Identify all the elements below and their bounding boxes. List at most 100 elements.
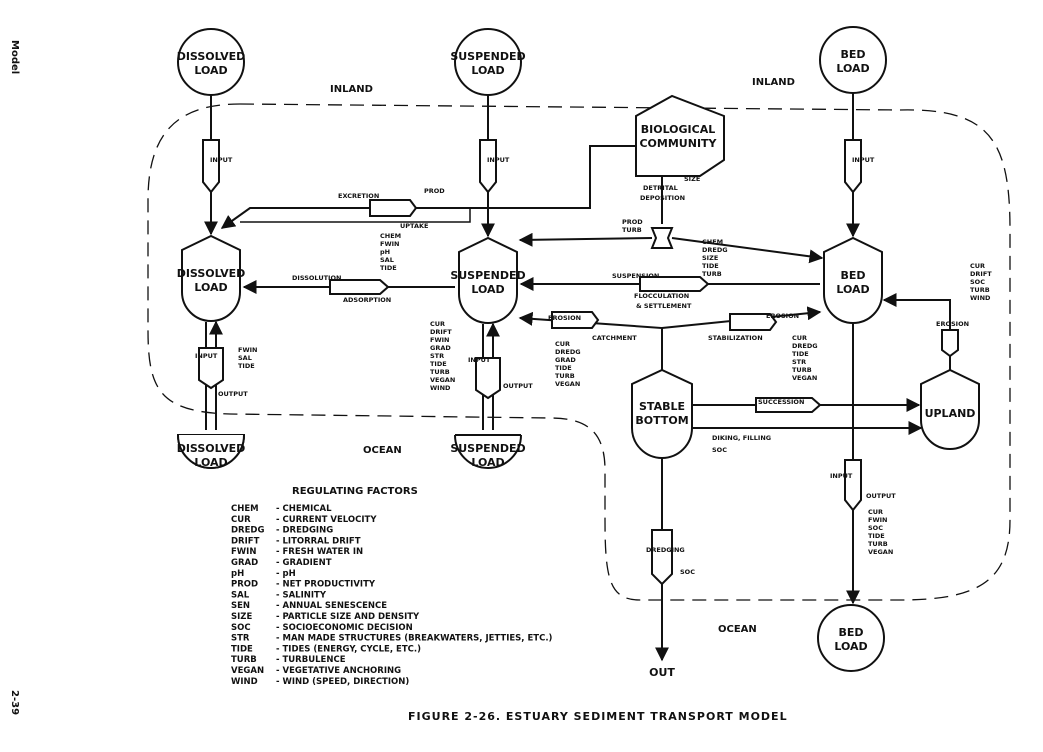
factor-code: DRIFT bbox=[970, 270, 992, 278]
factor-code: TIDE bbox=[430, 360, 447, 368]
flow-excretion bbox=[220, 145, 636, 229]
tank-dissolved-load: DISSOLVED LOAD bbox=[177, 234, 245, 322]
factor-code: CUR bbox=[970, 262, 985, 270]
flow-uptake bbox=[240, 208, 471, 223]
factor-code: VEGAN bbox=[555, 380, 580, 388]
svg-text:DISSOLVED: DISSOLVED bbox=[177, 442, 246, 455]
factor-code: TIDE bbox=[555, 364, 572, 372]
legend-code: SIZE bbox=[231, 612, 252, 622]
legend-description: - FRESH WATER IN bbox=[276, 547, 363, 557]
factor-code: SOC bbox=[680, 568, 695, 576]
flocculation-label-1: FLOCCULATION bbox=[634, 292, 689, 300]
valve-excretion-label: EXCRETION bbox=[338, 192, 379, 200]
source-bed-top: BED LOAD bbox=[819, 26, 887, 94]
factor-code: SIZE bbox=[684, 175, 700, 183]
legend-code: SEN bbox=[231, 601, 250, 611]
factor-code: GRAD bbox=[430, 344, 451, 352]
svg-text:LOAD: LOAD bbox=[836, 62, 869, 75]
valve-suspension bbox=[639, 276, 710, 292]
detrital-label-1: DETRITAL bbox=[643, 184, 678, 192]
factor-code: VEGAN bbox=[430, 376, 455, 384]
valve-dissolved-io-output: OUTPUT bbox=[218, 390, 248, 398]
factor-code: TURB bbox=[430, 368, 450, 376]
valve-suspended-input-label: INPUT bbox=[487, 156, 510, 164]
factor-code: SOC bbox=[712, 446, 727, 454]
source-dissolved-bottom: DISSOLVED LOAD bbox=[177, 434, 246, 469]
valve-catchment-erosion-label: EROSION bbox=[548, 314, 581, 322]
svg-text:LOAD: LOAD bbox=[471, 456, 504, 469]
legend-code: VEGAN bbox=[231, 666, 264, 676]
factor-code: SOC bbox=[868, 524, 883, 532]
svg-text:SUSPENDED: SUSPENDED bbox=[450, 442, 525, 455]
factor-code: TIDE bbox=[702, 262, 719, 270]
factors-excretion-prod: PROD bbox=[424, 187, 445, 195]
legend-code: STR bbox=[231, 634, 250, 644]
svg-text:BED: BED bbox=[840, 48, 865, 61]
valve-diking-label: DIKING, FILLING bbox=[712, 434, 771, 442]
ocean-label-right: OCEAN bbox=[718, 624, 757, 635]
valve-catchment-label: CATCHMENT bbox=[592, 334, 637, 342]
tank-upland: UPLAND bbox=[920, 368, 980, 450]
legend-description: - TURBULENCE bbox=[276, 655, 346, 665]
legend-description: - PARTICLE SIZE AND DENSITY bbox=[276, 612, 420, 622]
inland-label-left: INLAND bbox=[330, 84, 373, 95]
factor-code: TURB bbox=[555, 372, 575, 380]
svg-text:LOAD: LOAD bbox=[471, 64, 504, 77]
factors-size: SIZE bbox=[684, 175, 700, 183]
legend-description: - ANNUAL SENESCENCE bbox=[276, 601, 387, 611]
factor-code: STR bbox=[792, 358, 806, 366]
factor-code: TURB bbox=[622, 226, 642, 234]
legend-description: - NET PRODUCTIVITY bbox=[276, 580, 376, 590]
factor-code: DREDG bbox=[555, 348, 581, 356]
legend-description: - TIDES (ENERGY, CYCLE, ETC.) bbox=[276, 644, 421, 654]
legend-code: PROD bbox=[231, 580, 258, 590]
valve-dissolved-input-label: INPUT bbox=[210, 156, 233, 164]
valve-bed-io bbox=[844, 459, 862, 512]
svg-text:BOTTOM: BOTTOM bbox=[635, 414, 688, 427]
legend-code: TURB bbox=[231, 655, 257, 665]
legend-code: DREDG bbox=[231, 526, 264, 536]
flow-detrital-to-suspended bbox=[518, 232, 653, 247]
legend-code: WIND bbox=[231, 677, 258, 687]
factor-code: DREDG bbox=[702, 246, 728, 254]
svg-text:UPLAND: UPLAND bbox=[925, 407, 976, 420]
valve-succession-label: SUCCESSION bbox=[758, 398, 804, 406]
legend-code: SOC bbox=[231, 623, 251, 633]
inland-label-right: INLAND bbox=[752, 77, 795, 88]
svg-text:STABLE: STABLE bbox=[639, 400, 685, 413]
detrital-label-2: DEPOSITION bbox=[640, 194, 685, 202]
factor-code: GRAD bbox=[555, 356, 576, 364]
svg-text:SUSPENDED: SUSPENDED bbox=[450, 50, 525, 63]
source-suspended-top: SUSPENDED LOAD bbox=[450, 28, 526, 96]
svg-text:SUSPENDED: SUSPENDED bbox=[450, 269, 525, 282]
factor-code: TIDE bbox=[792, 350, 809, 358]
factor-code: FWIN bbox=[380, 240, 399, 248]
factor-code: TIDE bbox=[868, 532, 885, 540]
valve-adsorption-label: ADSORPTION bbox=[343, 296, 391, 304]
factor-code: CHEM bbox=[380, 232, 401, 240]
legend-description: - DREDGING bbox=[276, 526, 333, 536]
valve-stabilization-label: STABILIZATION bbox=[708, 334, 763, 342]
factor-code: TURB bbox=[792, 366, 812, 374]
legend-description: - WIND (SPEED, DIRECTION) bbox=[276, 677, 409, 687]
svg-text:COMMUNITY: COMMUNITY bbox=[639, 137, 717, 150]
valve-dissolved-io-input: INPUT bbox=[195, 352, 218, 360]
legend-code: SAL bbox=[231, 590, 250, 600]
valve-suspended-io-output: OUTPUT bbox=[503, 382, 533, 390]
legend-code: FWIN bbox=[231, 547, 256, 557]
valve-stabilization bbox=[729, 313, 778, 331]
factor-code: DRIFT bbox=[430, 328, 452, 336]
svg-text:LOAD: LOAD bbox=[834, 640, 867, 653]
factor-code: DREDG bbox=[792, 342, 818, 350]
flow-upland-erosion bbox=[882, 293, 951, 370]
factor-code: CUR bbox=[430, 320, 445, 328]
svg-text:LOAD: LOAD bbox=[194, 281, 227, 294]
legend-code: CUR bbox=[231, 515, 251, 525]
flow-detrital-to-bed bbox=[671, 237, 824, 264]
svg-text:LOAD: LOAD bbox=[471, 283, 504, 296]
factor-code: CUR bbox=[792, 334, 807, 342]
